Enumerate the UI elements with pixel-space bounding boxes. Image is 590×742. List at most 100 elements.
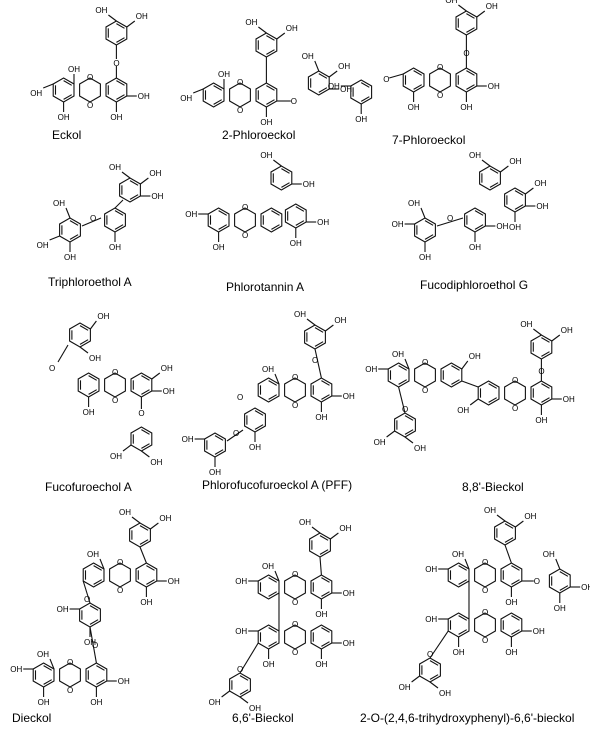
hydroxyl-label: OH bbox=[37, 650, 49, 659]
oxygen-label: O bbox=[113, 59, 119, 68]
hydroxyl-label: OH bbox=[303, 180, 315, 189]
benzene-ring bbox=[105, 20, 128, 46]
double-bond bbox=[116, 23, 125, 29]
hydroxyl-label: OH bbox=[262, 562, 274, 571]
bond bbox=[314, 348, 322, 379]
benzene-ring bbox=[304, 324, 326, 350]
double-bond bbox=[488, 397, 497, 403]
double-bond bbox=[318, 73, 328, 79]
double-bond bbox=[559, 571, 569, 577]
double-bond bbox=[218, 224, 227, 230]
oxygen-label: O bbox=[292, 598, 298, 607]
benzene-ring bbox=[202, 82, 225, 108]
double-bond bbox=[318, 87, 328, 93]
dioxin-ring bbox=[284, 574, 306, 600]
bond bbox=[122, 444, 132, 452]
compound-name: Phlorotannin A bbox=[226, 280, 305, 294]
hydroxyl-label: OH bbox=[414, 444, 426, 453]
hydroxyl-label: OH bbox=[581, 583, 590, 592]
oxygen-label: O bbox=[292, 401, 298, 410]
double-bond bbox=[413, 84, 422, 90]
double-bond bbox=[295, 220, 305, 226]
hydroxyl-label: OH bbox=[488, 82, 500, 91]
dioxin-ring bbox=[284, 624, 306, 650]
double-bond bbox=[268, 641, 277, 647]
bond bbox=[126, 20, 136, 28]
oxygen-label: O bbox=[242, 203, 248, 212]
oxygen-label: O bbox=[49, 364, 55, 373]
double-bond bbox=[319, 535, 329, 541]
hydroxyl-label: OH bbox=[110, 113, 122, 122]
bond bbox=[49, 235, 60, 241]
bond bbox=[258, 26, 267, 34]
double-bond bbox=[114, 210, 124, 216]
hydroxyl-label: OH bbox=[235, 627, 247, 636]
bond bbox=[108, 14, 117, 22]
hydroxyl-label: OH bbox=[68, 65, 80, 74]
bond bbox=[151, 372, 161, 380]
hydroxyl-label: OH bbox=[365, 365, 377, 374]
hydroxyl-label: OH bbox=[53, 199, 65, 208]
double-bond bbox=[96, 665, 105, 671]
oxygen-label: O bbox=[112, 396, 118, 405]
benzene-ring bbox=[59, 217, 81, 243]
compound-name: Triphloroethol A bbox=[48, 275, 132, 289]
double-bond bbox=[271, 210, 280, 216]
hydroxyl-label: OH bbox=[136, 12, 148, 21]
hydroxyl-label: OH bbox=[439, 689, 451, 698]
hydroxyl-label: OH bbox=[509, 157, 521, 166]
bond bbox=[89, 626, 97, 664]
hydroxyl-label: OH bbox=[182, 435, 194, 444]
hydroxyl-label: OH bbox=[58, 113, 70, 122]
bond bbox=[429, 681, 439, 689]
bond bbox=[276, 32, 286, 40]
double-bond bbox=[321, 394, 330, 400]
double-bond bbox=[466, 70, 475, 76]
hydroxyl-label: OH bbox=[453, 648, 465, 657]
hydroxyl-label: OH bbox=[469, 352, 481, 361]
hydroxyl-label: OH bbox=[109, 163, 121, 172]
bond bbox=[114, 199, 124, 209]
bond bbox=[533, 328, 542, 336]
oxygen-label: O bbox=[402, 405, 408, 414]
double-bond bbox=[239, 689, 249, 695]
double-bond bbox=[295, 206, 305, 212]
double-bond bbox=[96, 679, 105, 685]
oxygen-label: O bbox=[427, 650, 433, 659]
bond bbox=[274, 570, 280, 582]
hydroxyl-label: OH bbox=[218, 70, 230, 79]
hydroxyl-label: OH bbox=[484, 506, 496, 515]
bond bbox=[476, 10, 486, 18]
bond bbox=[99, 558, 105, 570]
benzene-ring bbox=[284, 203, 307, 229]
benzene-ring bbox=[119, 177, 141, 203]
double-bond bbox=[488, 383, 497, 389]
hydroxyl-label: OH bbox=[299, 518, 311, 527]
hydroxyl-label: OH bbox=[554, 604, 566, 613]
double-bond bbox=[489, 182, 499, 188]
hydroxyl-label: OH bbox=[457, 406, 469, 415]
bond bbox=[306, 318, 316, 326]
bond bbox=[314, 60, 320, 72]
hydroxyl-label: OH bbox=[328, 82, 340, 91]
hydroxyl-label: OH bbox=[249, 443, 261, 452]
benzene-ring bbox=[85, 662, 108, 688]
bond bbox=[49, 658, 55, 670]
double-bond bbox=[254, 410, 264, 416]
benzene-ring bbox=[255, 32, 278, 58]
oxygen-label: O bbox=[538, 367, 544, 376]
hydroxyl-label: OH bbox=[163, 387, 175, 396]
hydroxyl-label: OH bbox=[302, 52, 314, 61]
hydroxyl-label: OH bbox=[536, 202, 548, 211]
hydroxyl-label: OH bbox=[149, 169, 161, 178]
double-bond bbox=[314, 341, 324, 347]
double-bond bbox=[321, 591, 330, 597]
compound-name: Phlorofucofuroeckol A (PFF) bbox=[202, 478, 353, 492]
hydroxyl-label: OH bbox=[317, 218, 329, 227]
double-bond bbox=[281, 182, 290, 188]
hydroxyl-label: OH bbox=[260, 151, 272, 160]
benzene-ring bbox=[104, 207, 126, 233]
